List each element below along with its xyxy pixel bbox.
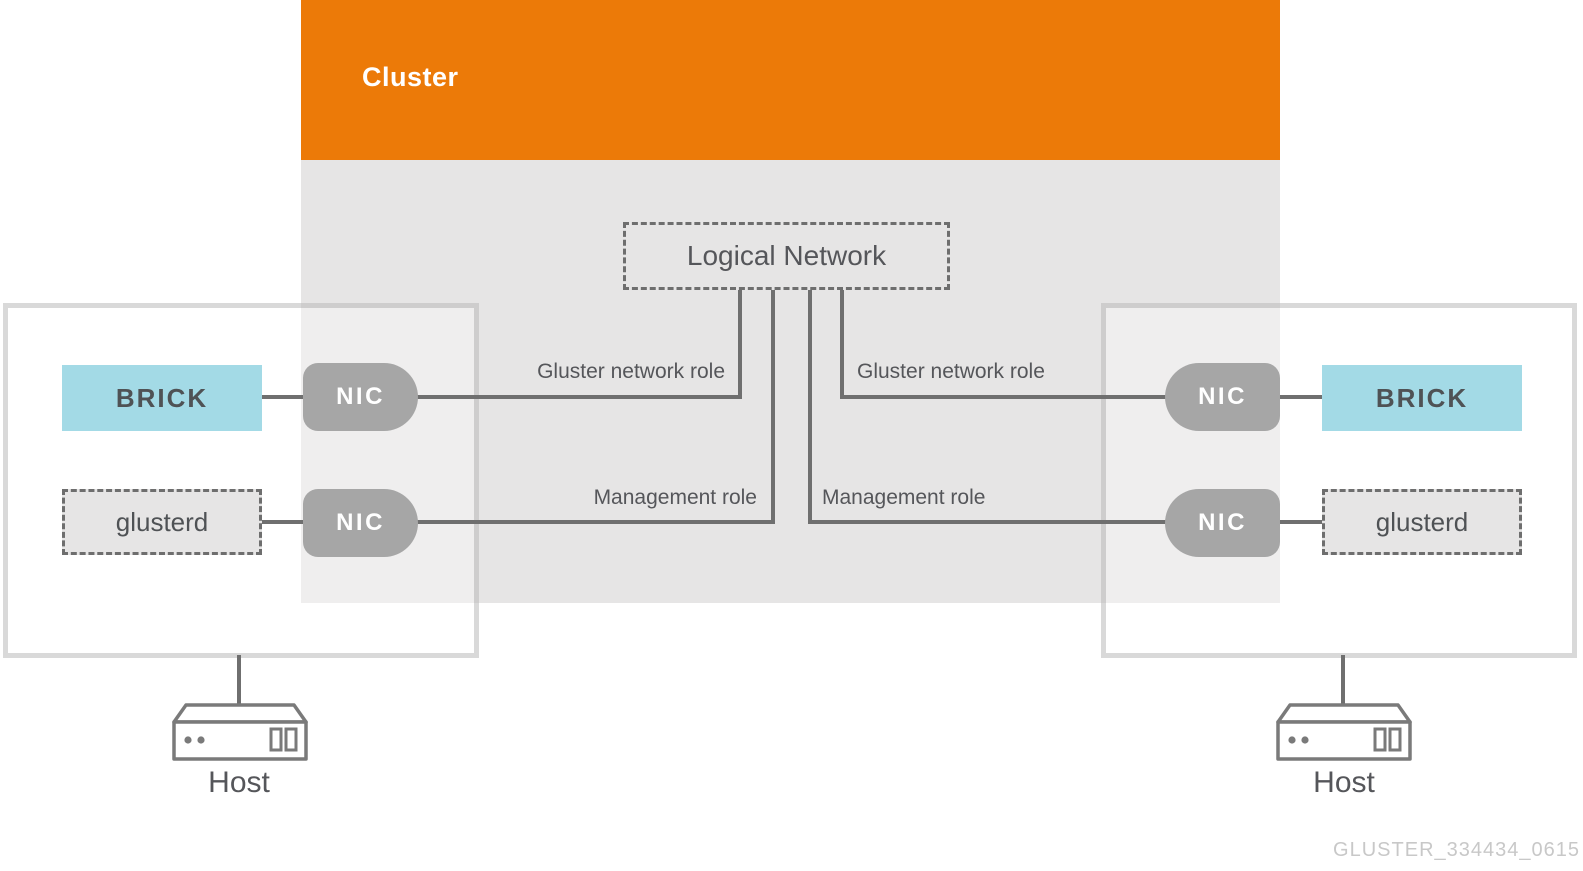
management-role-label-right: Management role [822, 486, 986, 509]
host-box-right [1101, 303, 1577, 658]
connector-hostbox-server-left [237, 655, 241, 705]
glusterd-label: glusterd [1375, 506, 1469, 537]
connector-right-management-horizontal [808, 520, 1168, 524]
glusterd-label: glusterd [115, 506, 209, 537]
brick-label: BRICK [1375, 382, 1469, 413]
connector-hostbox-server-right [1341, 655, 1345, 705]
brick-node-left: BRICK [62, 365, 262, 431]
nic-node-left-bottom: NIC [303, 489, 418, 557]
host-server-icon-left [172, 703, 308, 761]
connector-left-gluster-vertical [738, 290, 742, 399]
connector-left-gluster-horizontal [410, 395, 742, 399]
connector-nic-brick-right [1280, 395, 1323, 399]
gluster-network-role-label-right: Gluster network role [857, 360, 1045, 383]
gluster-network-role-label-left: Gluster network role [537, 360, 725, 383]
nic-label: NIC [336, 383, 385, 410]
host-server-icon-right [1276, 703, 1412, 761]
logical-network-label: Logical Network [686, 240, 887, 271]
nic-node-left-top: NIC [303, 363, 418, 431]
glusterd-node-right: glusterd [1322, 489, 1522, 555]
brick-node-right: BRICK [1322, 365, 1522, 431]
cluster-title: Cluster [362, 62, 459, 92]
connector-brick-nic-left [262, 395, 303, 399]
watermark-text: GLUSTER_334434_0615 [1333, 839, 1580, 861]
management-role-label-left: Management role [593, 486, 757, 509]
nic-label: NIC [1198, 383, 1247, 410]
connector-right-gluster-horizontal [840, 395, 1168, 399]
logical-network-box: Logical Network [623, 222, 950, 290]
host-box-left [3, 303, 479, 658]
connector-right-management-vertical [808, 290, 812, 524]
connector-glusterd-nic-left [262, 520, 303, 524]
nic-node-right-top: NIC [1165, 363, 1280, 431]
host-label-right: Host [1313, 766, 1375, 799]
connector-right-gluster-vertical [840, 290, 844, 399]
nic-label: NIC [1198, 509, 1247, 536]
cluster-body-area [301, 160, 1280, 603]
connector-left-management-vertical [771, 290, 775, 524]
nic-node-right-bottom: NIC [1165, 489, 1280, 557]
connector-left-management-horizontal [410, 520, 775, 524]
brick-label: BRICK [115, 382, 209, 413]
host-label-left: Host [208, 766, 270, 799]
nic-label: NIC [336, 509, 385, 536]
cluster-header-band [301, 0, 1280, 160]
connector-nic-glusterd-right [1280, 520, 1323, 524]
glusterd-node-left: glusterd [62, 489, 262, 555]
